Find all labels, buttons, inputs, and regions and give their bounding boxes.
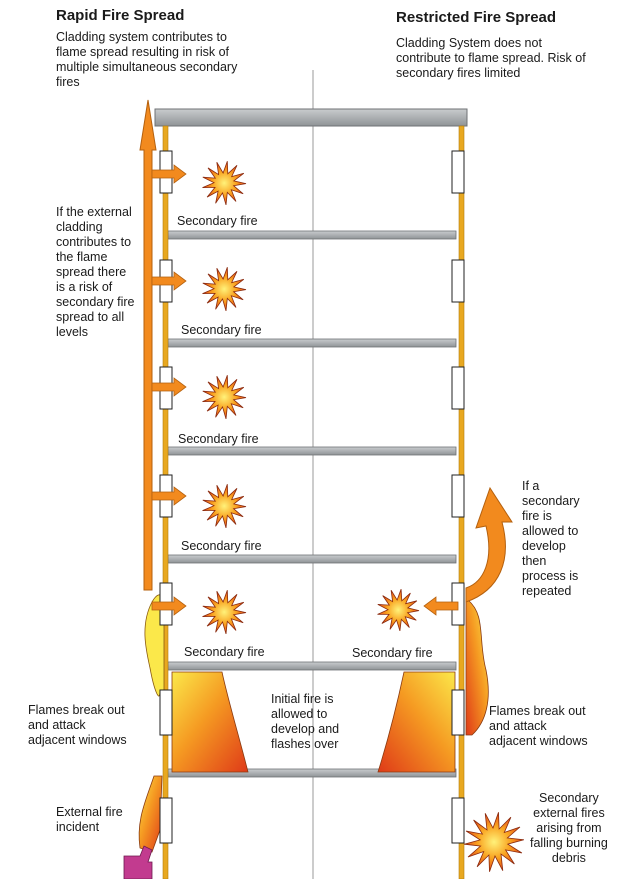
right-window-flame [465,597,489,736]
right-window-6 [451,689,465,736]
right-title: Restricted Fire Spread [396,9,557,26]
secondary-fire-burst-2 [202,267,247,312]
secondary-fire-label-3: Secondary fire [178,432,259,446]
spread-arrows [151,164,459,616]
left-spread-arrow-4 [151,486,187,506]
roof-slab [154,108,468,127]
floor-slab-2 [167,338,457,348]
secondary-fire-burst-1 [202,161,247,206]
external-fire-label: External fire incident [56,805,123,834]
left-spread-arrow-2 [151,271,187,291]
burning-object [123,845,153,879]
right-window-2 [451,259,465,303]
secondary-fire-label-right: Secondary fire [352,646,433,660]
external-fire-burst [463,812,525,872]
repeat-arrow [465,486,513,603]
secondary-fire-burst-5 [202,590,247,635]
left-flames-label: Flames break out and attack adjacent win… [28,703,127,747]
right-window-1 [451,150,465,194]
left-window-7 [159,797,173,844]
right-description: Cladding System does not contribute to f… [396,36,586,80]
right-window-7 [451,797,465,844]
secondary-fire-label-2: Secondary fire [181,323,262,337]
left-title: Rapid Fire Spread [56,7,185,24]
left-window-6 [159,689,173,736]
left-spread-arrow-5 [151,596,187,616]
secondary-fire-burst-right [377,589,420,632]
right-initial-flame [377,671,456,773]
right-window-4 [451,474,465,518]
rapid-spread-arrow [139,99,157,591]
secondary-fire-label-1: Secondary fire [177,214,258,228]
right-window-3 [451,366,465,410]
secondary-fire-label-5: Secondary fire [184,645,265,659]
left-initial-flame [171,671,249,773]
secondary-fires [202,161,525,872]
secondary-fire-label-4: Secondary fire [181,539,262,553]
right-repeat-note: If a secondary fire is allowed to develo… [522,479,580,598]
floor-slab-4 [167,554,457,564]
left-description: Cladding system contributes to flame spr… [56,30,238,89]
left-side-note: If the external cladding contributes to … [56,205,135,339]
floor-slab-1 [167,230,457,240]
initial-fire-label: Initial fire is allowed to develop and f… [271,692,340,751]
secondary-fire-burst-4 [202,484,247,529]
left-external-flame [138,775,163,853]
right-spread-arrow [423,596,459,616]
external-fires-label: Secondary external fires arising from fa… [530,791,608,865]
secondary-fire-burst-3 [202,375,247,420]
left-window-flame [144,594,165,697]
floor-slab-5 [167,661,457,671]
right-flames-label: Flames break out and attack adjacent win… [489,704,588,748]
floor-slab-3 [167,446,457,456]
left-spread-arrow-3 [151,377,187,397]
left-spread-arrow-1 [151,164,187,184]
